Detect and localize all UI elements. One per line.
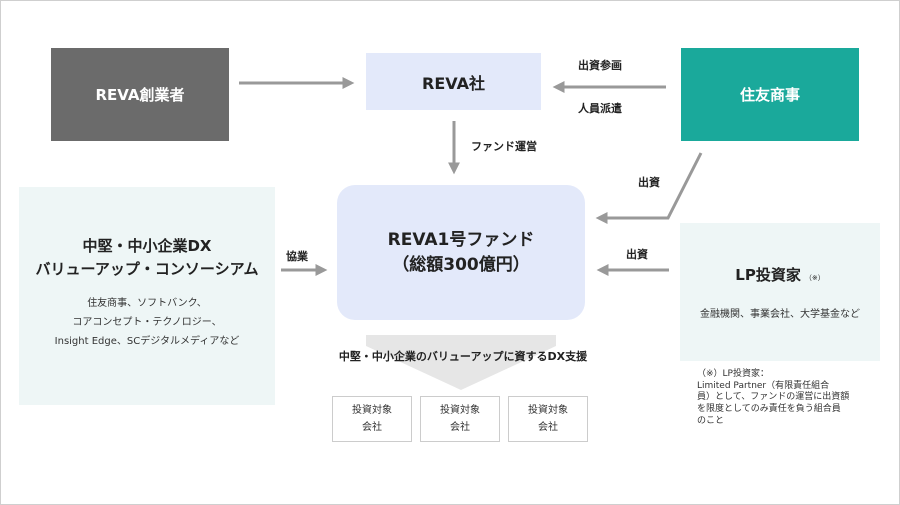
consortium-members: 住友商事、ソフトバンク、 コアコンセプト・テクノロジー、 Insight Edg…	[55, 294, 240, 351]
lp-footnote-line4: を限度としてのみ責任を負う組合員	[697, 404, 841, 415]
reva-label: REVA社	[422, 73, 485, 93]
dx-support-label: 中堅・中小企業のバリューアップに資するDX支援	[338, 350, 588, 363]
target-company-1: 投資対象 会社	[332, 396, 412, 442]
consortium-members-line1: 住友商事、ソフトバンク、	[87, 298, 207, 309]
lp-title-text: LP投資家	[735, 266, 801, 284]
lp-note-mark: （※）	[804, 274, 825, 282]
target-company-2-line2: 会社	[450, 422, 470, 433]
label-cooperation: 協業	[286, 250, 308, 263]
label-investment-sumitomo: 出資	[638, 176, 660, 189]
consortium-title-line2: バリューアップ・コンソーシアム	[35, 259, 259, 278]
consortium-members-line3: Insight Edge、SCデジタルメディアなど	[54, 336, 240, 347]
lp-footnote: （※）LP投資家： Limited Partner（有限責任組合 員）として、フ…	[697, 369, 867, 427]
target-company-1-line2: 会社	[362, 422, 382, 433]
label-investment-lp: 出資	[626, 248, 648, 261]
consortium-title-line1: 中堅・中小企業DX	[82, 237, 212, 255]
reva-box: REVA社	[366, 53, 541, 110]
target-company-3-line1: 投資対象	[528, 405, 568, 416]
target-company-2: 投資対象 会社	[420, 396, 500, 442]
target-company-2-line1: 投資対象	[440, 405, 480, 416]
consortium-box: 中堅・中小企業DX バリューアップ・コンソーシアム 住友商事、ソフトバンク、 コ…	[19, 187, 275, 405]
lp-title: LP投資家（※）	[735, 264, 824, 285]
sumitomo-box: 住友商事	[681, 48, 859, 141]
target-company-1-line1: 投資対象	[352, 405, 392, 416]
lp-footnote-line1: （※）LP投資家：	[697, 369, 769, 379]
founder-label: REVA創業者	[95, 86, 185, 104]
label-staff-dispatch: 人員派遣	[578, 102, 622, 115]
arrow-sumitomo-to-fund	[595, 152, 703, 224]
dx-support-chevron	[366, 335, 556, 390]
founder-box: REVA創業者	[51, 48, 229, 141]
fund-box: REVA1号ファンド （総額300億円）	[337, 185, 585, 320]
fund-name: REVA1号ファンド	[387, 229, 535, 250]
lp-investor-box: LP投資家（※） 金融機関、事業会社、大学基金など	[680, 223, 880, 361]
lp-footnote-line5: のこと	[697, 415, 725, 426]
target-company-3-line2: 会社	[538, 422, 558, 433]
consortium-members-line2: コアコンセプト・テクノロジー、	[72, 317, 222, 328]
label-fund-management: ファンド運営	[471, 140, 537, 153]
sumitomo-label: 住友商事	[739, 86, 800, 104]
lp-footnote-line3: 員）として、ファンドの運営に出資額	[697, 392, 850, 403]
consortium-title: 中堅・中小企業DX バリューアップ・コンソーシアム	[35, 235, 258, 280]
fund-size: （総額300億円）	[392, 254, 530, 275]
lp-footnote-line2: Limited Partner（有限責任組合	[697, 380, 830, 391]
lp-description: 金融機関、事業会社、大学基金など	[700, 309, 860, 320]
target-company-3: 投資対象 会社	[508, 396, 588, 442]
label-capital-participation: 出資参画	[578, 59, 622, 72]
